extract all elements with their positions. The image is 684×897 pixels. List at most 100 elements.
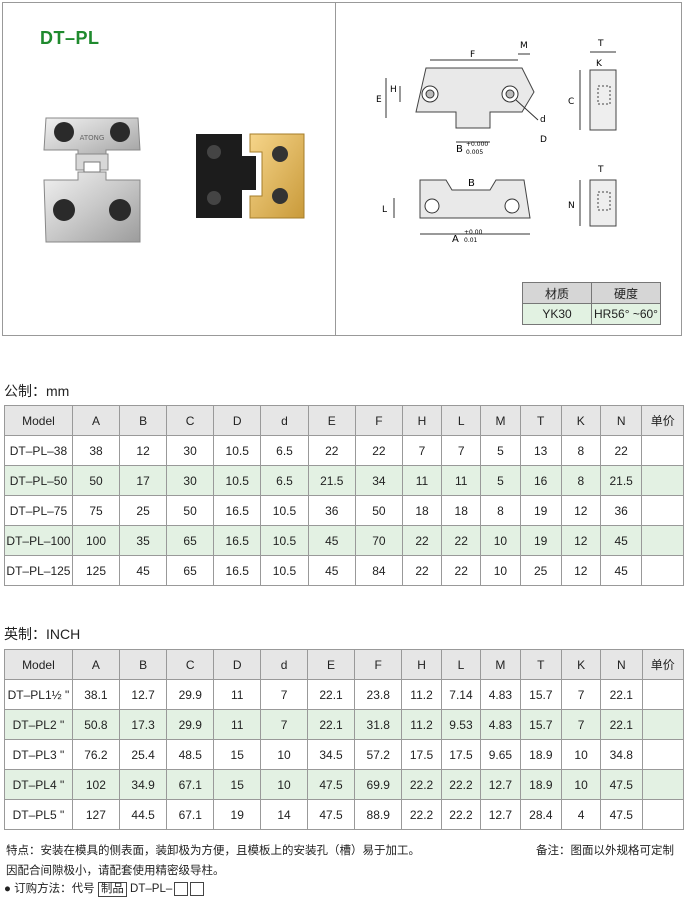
table-cell: 22: [441, 525, 482, 556]
table-cell: 22: [401, 555, 443, 586]
dim-C: C: [568, 97, 574, 107]
table-cell: 38: [71, 435, 121, 466]
table-cell: 45: [599, 555, 643, 586]
table-cell: 34.8: [600, 739, 643, 770]
model-cell: DT–PL–50: [4, 465, 73, 496]
model-cell: DT–PL–38: [4, 435, 73, 466]
table-cell: 50: [71, 465, 121, 496]
order-box-1: [174, 881, 189, 896]
table-cell: 16.5: [213, 525, 262, 556]
feature-note-2: 因配合间隙极小，请配套使用精密级导柱。: [6, 865, 225, 877]
metric-header-cell: 单价: [641, 405, 684, 436]
table-cell: 12.7: [480, 769, 521, 800]
table-cell: [641, 495, 684, 526]
table-cell: 88.9: [354, 799, 403, 830]
dim-d: d: [540, 115, 546, 125]
table-cell: 15.7: [519, 709, 563, 740]
metric-header-cell: K: [560, 405, 601, 436]
model-cell: DT–PL–100: [4, 525, 73, 556]
table-cell: 11: [213, 679, 262, 710]
dim-L: L: [382, 205, 387, 215]
technical-drawing: F M E H d D B +0.000 0.005 T K C B L A +…: [376, 39, 617, 245]
metric-header-cell: D: [213, 405, 262, 436]
table-cell: 69.9: [354, 769, 403, 800]
table-cell: 11.2: [401, 709, 442, 740]
table-cell: 7: [401, 435, 443, 466]
dim-T: T: [597, 39, 604, 49]
model-cell: DT–PL–75: [4, 495, 73, 526]
table-cell: 100: [71, 525, 121, 556]
table-cell: 75: [71, 495, 121, 526]
metric-header-cell: d: [260, 405, 309, 436]
material-table: 材质 硬度 YK30 HR56° ~60°: [522, 282, 661, 325]
dim-N: N: [568, 201, 575, 211]
dim-M: M: [520, 41, 528, 51]
table-cell: 25: [119, 495, 168, 526]
table-cell: 18: [441, 495, 482, 526]
hardness-header: 硬度: [591, 282, 661, 304]
inch-header-cell: B: [118, 649, 168, 680]
table-cell: 70: [354, 525, 403, 556]
table-cell: 12: [119, 435, 168, 466]
metric-header-cell: C: [166, 405, 215, 436]
inch-header-cell: E: [306, 649, 356, 680]
table-cell: 5: [480, 435, 521, 466]
table-cell: 7: [260, 679, 308, 710]
table-cell: 10.5: [260, 495, 309, 526]
table-cell: 10.5: [213, 465, 262, 496]
table-cell: 18: [401, 495, 443, 526]
table-cell: 22.1: [600, 679, 643, 710]
inch-header-cell: H: [401, 649, 442, 680]
table-cell: 9.65: [480, 739, 521, 770]
table-cell: 12.7: [118, 679, 168, 710]
order-boxed-label: 制品: [97, 882, 127, 897]
table-cell: 11.2: [401, 679, 442, 710]
table-cell: 127: [71, 799, 120, 830]
dim-K: K: [596, 59, 603, 69]
table-cell: 44.5: [118, 799, 168, 830]
table-cell: 17.5: [440, 739, 482, 770]
table-cell: 10: [561, 769, 602, 800]
table-cell: 35: [119, 525, 168, 556]
dim-D: D: [540, 135, 547, 145]
metric-header-cell: L: [441, 405, 482, 436]
table-cell: 7.14: [440, 679, 482, 710]
material-header: 材质: [522, 282, 592, 304]
table-cell: [641, 739, 684, 770]
table-cell: 18.9: [519, 739, 563, 770]
table-cell: 50: [166, 495, 215, 526]
product-overview-panel: [2, 2, 682, 336]
table-cell: [641, 435, 684, 466]
table-cell: 8: [560, 465, 601, 496]
table-cell: 22: [401, 525, 443, 556]
tol-a-bot: 0.01: [464, 237, 478, 244]
table-cell: 102: [71, 769, 120, 800]
table-cell: 10.5: [260, 555, 309, 586]
metric-header-cell: E: [307, 405, 356, 436]
table-cell: 34.5: [306, 739, 356, 770]
model-cell: DT–PL–125: [4, 555, 73, 586]
product-photo-silver: ATONG: [43, 117, 141, 243]
table-cell: 45: [599, 525, 643, 556]
table-cell: 47.5: [600, 799, 643, 830]
metric-header-cell: F: [354, 405, 403, 436]
feature-note: 特点：安装在模具的侧表面，装卸极为方便，且模板上的安装孔（槽）易于加工。: [6, 845, 420, 857]
metric-section-title: 公制：mm: [4, 383, 70, 399]
model-cell: DT–PL5 ": [4, 799, 73, 830]
table-cell: 21.5: [599, 465, 643, 496]
table-cell: 15: [213, 769, 262, 800]
metric-header-cell: B: [119, 405, 168, 436]
table-cell: 45: [307, 555, 356, 586]
table-cell: 14: [260, 799, 308, 830]
table-cell: [641, 465, 684, 496]
order-prefix: ● 订购方法：代号: [4, 883, 95, 895]
